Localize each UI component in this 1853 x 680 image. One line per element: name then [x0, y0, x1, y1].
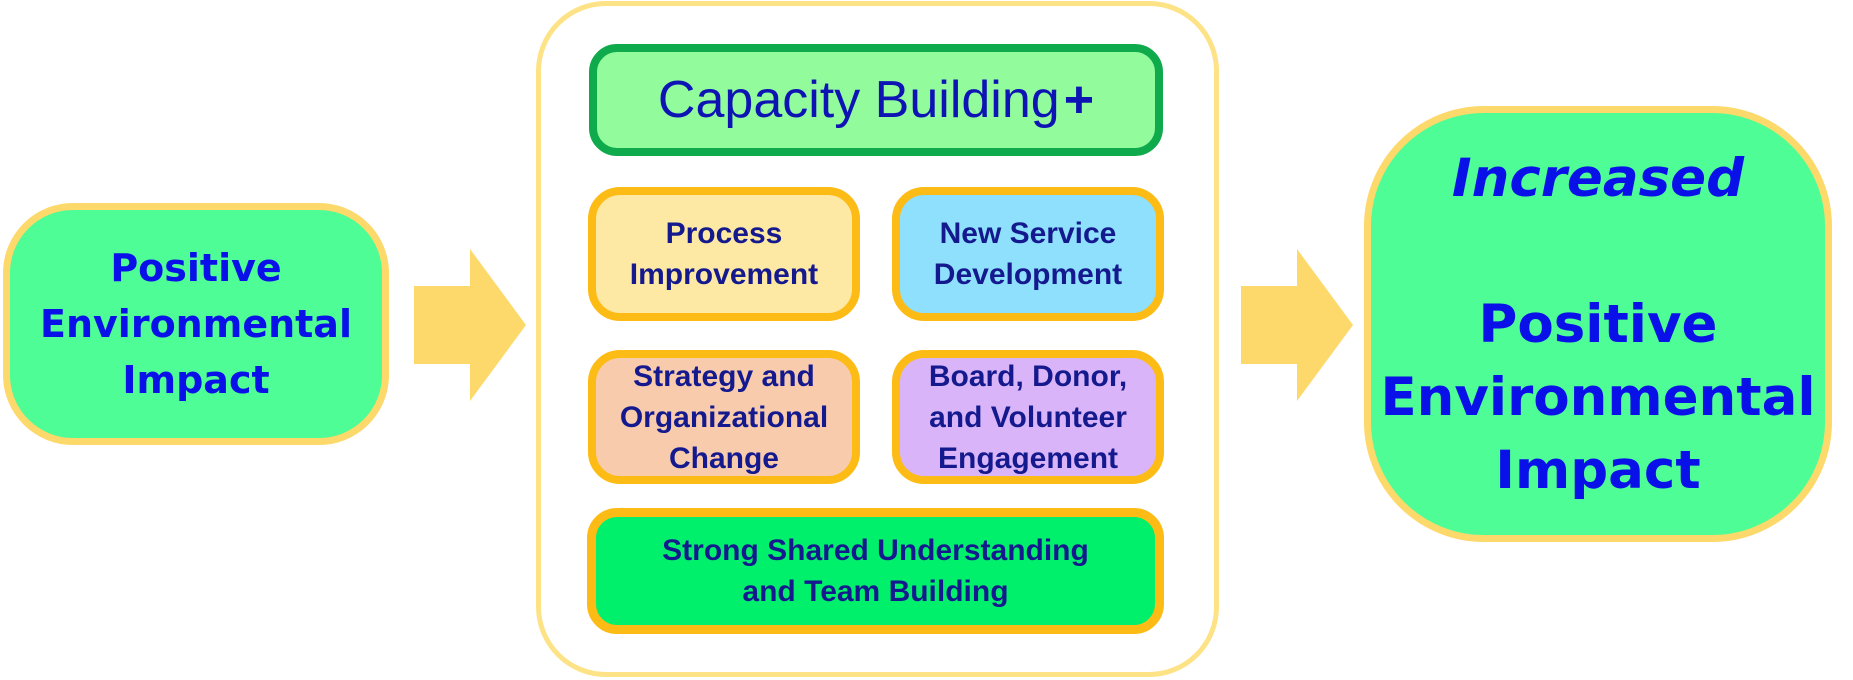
process-improvement-label: Process Improvement	[629, 217, 819, 291]
right-arrow-icon	[1241, 249, 1353, 401]
capacity-building-plus: +	[1063, 71, 1095, 129]
increased-impact-label: Positive Environmental Impact	[1380, 293, 1816, 501]
strategy-change-label: Strategy and Organizational Change	[619, 359, 829, 475]
board-engagement-label: Board, Donor, and Volunteer Engagement	[928, 359, 1128, 475]
increased-impact-text: Increased Positive Environmental Impact	[1380, 69, 1815, 580]
increased-label: Increased	[1451, 147, 1745, 209]
capacity-building-box: Capacity Building+	[589, 44, 1163, 156]
strategy-change-box: Strategy and Organizational Change	[588, 350, 860, 484]
increased-impact-box: Increased Positive Environmental Impact	[1364, 106, 1832, 542]
process-improvement-box: Process Improvement	[588, 187, 860, 321]
shared-understanding-label: Strong Shared Understanding and Team Bui…	[662, 534, 1089, 608]
left-arrow-icon	[414, 249, 526, 401]
board-engagement-box: Board, Donor, and Volunteer Engagement	[892, 350, 1164, 484]
shared-understanding-box: Strong Shared Understanding and Team Bui…	[587, 508, 1164, 634]
new-service-development-label: New Service Development	[933, 217, 1123, 291]
positive-impact-label: Positive Environmental Impact	[40, 246, 352, 402]
new-service-development-box: New Service Development	[892, 187, 1164, 321]
positive-impact-box: Positive Environmental Impact	[3, 203, 389, 445]
capacity-building-title: Capacity Building	[657, 71, 1060, 129]
